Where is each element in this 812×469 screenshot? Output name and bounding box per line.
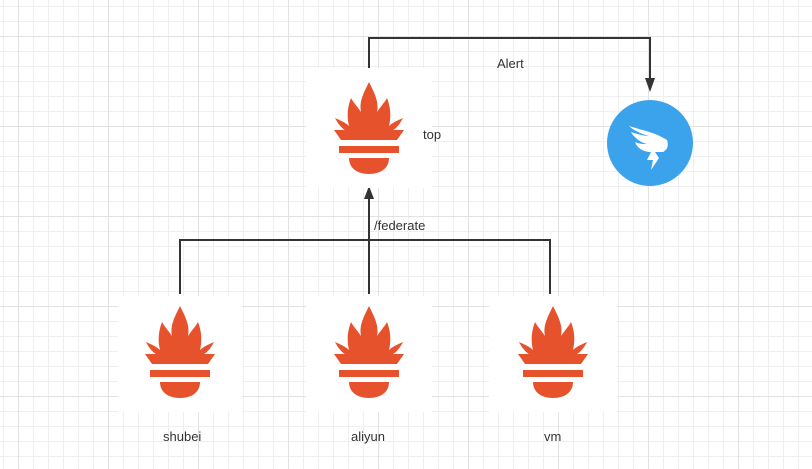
node-top[interactable] xyxy=(306,68,432,188)
prometheus-icon xyxy=(334,82,404,174)
edge-federate-vm[interactable] xyxy=(369,239,551,294)
node-label-aliyun: aliyun xyxy=(351,429,385,444)
node-aliyun[interactable] xyxy=(306,296,432,412)
prometheus-icon xyxy=(518,306,588,398)
node-label-top: top xyxy=(423,127,442,142)
edge-label-alert: Alert xyxy=(497,56,524,71)
node-vm[interactable] xyxy=(489,296,617,412)
arrowhead-alert xyxy=(645,78,655,92)
node-label-vm: vm xyxy=(544,429,562,444)
edge-label-federate: /federate xyxy=(374,218,426,233)
dingtalk-icon xyxy=(607,100,693,186)
edge-alert[interactable] xyxy=(368,37,651,80)
prometheus-icon xyxy=(334,306,404,398)
node-dingtalk[interactable] xyxy=(607,100,693,186)
arrowhead-federate xyxy=(364,186,374,199)
node-shubei[interactable] xyxy=(118,296,242,412)
prometheus-icon xyxy=(145,306,215,398)
edge-federate-shubei[interactable] xyxy=(179,239,369,294)
node-label-shubei: shubei xyxy=(163,429,202,444)
